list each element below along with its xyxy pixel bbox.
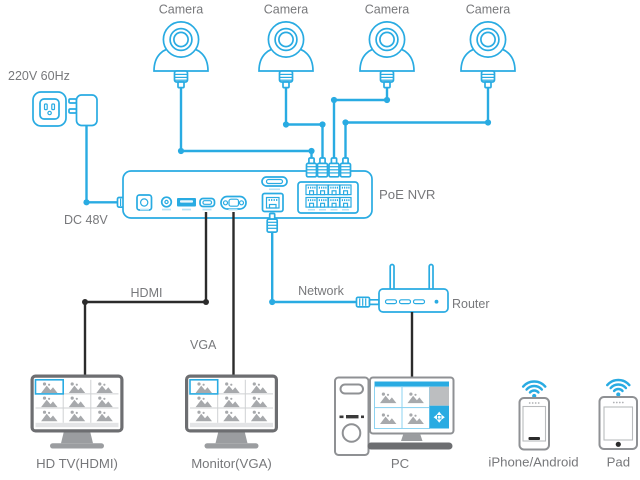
junction-dot xyxy=(319,121,326,128)
ptz-dpad-icon xyxy=(433,411,445,423)
pc: PC xyxy=(334,376,455,471)
cable-hdmi xyxy=(83,212,208,375)
hdmi-label: HDMI xyxy=(131,286,163,300)
junction-dot xyxy=(282,121,290,128)
vga-monitor: Monitor(VGA) xyxy=(187,376,277,471)
phone-icon xyxy=(518,397,550,451)
camera-icon xyxy=(153,21,209,89)
camera-1: Camera xyxy=(153,3,209,89)
wifi-icon xyxy=(606,378,631,398)
pad-icon xyxy=(598,396,638,450)
junction-dot xyxy=(308,147,315,155)
router: Router xyxy=(378,263,490,313)
camera-3: Camera xyxy=(359,3,415,89)
network-plug-icon xyxy=(305,157,318,178)
camera-2: Camera xyxy=(258,3,314,89)
network-plug-icon xyxy=(339,157,352,178)
junction-dot xyxy=(269,298,276,306)
monitor-label: Monitor(VGA) xyxy=(191,456,272,471)
junction-dot xyxy=(330,96,338,104)
nvr-label: PoE NVR xyxy=(379,187,435,202)
router-plug-icon xyxy=(355,296,380,308)
cable-dc-power xyxy=(85,125,118,204)
vga-label: VGA xyxy=(190,338,217,352)
poe-plugs xyxy=(305,157,352,178)
phone-label: iPhone/Android xyxy=(488,455,578,470)
usb-port xyxy=(177,198,196,211)
pad: Pad xyxy=(598,378,638,470)
hd-tv: HD TV(HDMI) xyxy=(32,376,122,471)
pad-label: Pad xyxy=(607,455,630,470)
vga-port xyxy=(220,195,247,211)
tv-icon xyxy=(32,376,122,448)
tv-label: HD TV(HDMI) xyxy=(36,456,118,471)
power-source: 220V 60Hz DC 48V xyxy=(8,69,139,227)
camera-1-label: Camera xyxy=(159,3,204,17)
dc-in-port xyxy=(136,194,153,211)
camera-3-label: Camera xyxy=(365,3,410,17)
camera-cables xyxy=(179,88,490,160)
network-branch: Network xyxy=(266,212,380,308)
camera-icon xyxy=(359,21,415,89)
network-label: Network xyxy=(298,284,345,298)
camera-icon xyxy=(460,21,516,89)
router-antenna xyxy=(428,263,434,293)
camera-4: Camera xyxy=(460,3,516,89)
camera-4-label: Camera xyxy=(466,3,511,17)
cable-camera-2 xyxy=(284,88,324,160)
power-source-label: 220V 60Hz xyxy=(8,69,70,83)
lan-port xyxy=(261,192,284,213)
wifi-icon xyxy=(521,380,547,400)
power-adapter-icon xyxy=(68,94,98,127)
pc-tower-icon xyxy=(334,376,370,456)
router-label: Router xyxy=(452,297,490,311)
router-antenna xyxy=(389,263,395,293)
wall-outlet-icon xyxy=(32,91,67,127)
router-led xyxy=(434,299,439,304)
junction-dot xyxy=(177,147,185,155)
camera-icon xyxy=(258,21,314,89)
phone: iPhone/Android xyxy=(488,380,579,470)
network-plug-icon xyxy=(316,157,329,178)
network-plug-icon xyxy=(328,157,340,178)
nvr: PoE NVR xyxy=(122,170,435,219)
cable-camera-4 xyxy=(344,88,490,160)
hdmi-port xyxy=(199,197,216,211)
pc-monitor-icon xyxy=(367,376,455,450)
junction-dot xyxy=(83,199,90,206)
usb-top-port xyxy=(261,176,288,191)
junction-dot xyxy=(484,119,492,126)
audio-port xyxy=(160,196,173,211)
poe-port-grid xyxy=(297,181,359,214)
junction-dots xyxy=(82,96,492,306)
pc-label: PC xyxy=(391,456,410,471)
junction-dot xyxy=(203,299,209,305)
junction-dot xyxy=(82,299,88,305)
junction-dot xyxy=(383,96,391,104)
cable-camera-1 xyxy=(179,88,313,160)
monitor-icon xyxy=(187,376,277,448)
junction-dot xyxy=(342,119,349,126)
camera-2-label: Camera xyxy=(264,3,309,17)
cable-camera-3 xyxy=(332,88,389,160)
dc-power-label: DC 48V xyxy=(64,213,108,227)
